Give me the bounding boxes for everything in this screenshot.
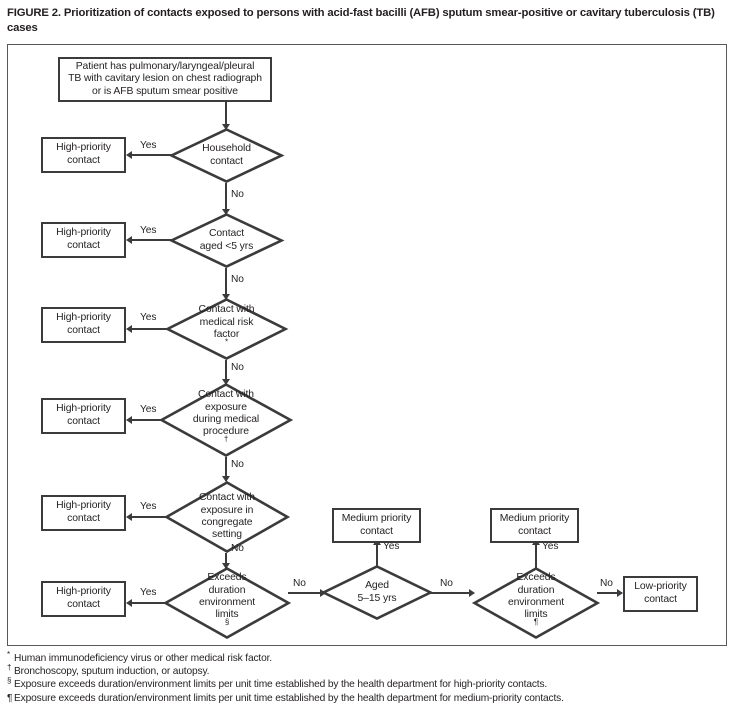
medium-priority-contact-box-1: Medium priority contact: [332, 508, 421, 543]
decision-exceeds-limits-high-priority[interactable]: Exceeds duration environment limits§: [162, 567, 292, 639]
edge-label-congregate-yes: Yes: [140, 501, 157, 512]
edge-label-limits-high-no: No: [293, 578, 306, 589]
edge-label-aged-under5-no: No: [231, 274, 244, 285]
high-priority-3-line-1: High-priority: [56, 312, 111, 324]
medium-priority-1-line-2: contact: [360, 525, 393, 537]
arrowhead-medical-risk-no: [222, 379, 230, 385]
footnote-2: †Bronchoscopy, sputum induction, or auto…: [7, 662, 210, 678]
edge-label-aged-5-15-no: No: [440, 578, 453, 589]
start-box-line-2: TB with cavitary lesion on chest radiogr…: [68, 73, 262, 85]
edge-label-medical-procedure-no: No: [231, 459, 244, 470]
edge-label-medical-procedure-yes: Yes: [140, 404, 157, 415]
edge-label-limits-medium-no: No: [600, 578, 613, 589]
edge-label-household-no: No: [231, 189, 244, 200]
arrowhead-congregate-no: [222, 563, 230, 569]
arrowhead-aged-under5-yes: [126, 236, 132, 244]
connector-congregate-yes: [132, 516, 168, 518]
medium-priority-2-line-1: Medium priority: [499, 512, 570, 524]
high-priority-contact-box-6: High-priority contact: [41, 581, 126, 617]
edge-label-medical-risk-no: No: [231, 362, 244, 373]
arrowhead-limits-medium-no: [617, 589, 623, 597]
connector-aged-under5-no: [225, 268, 227, 298]
connector-medical-procedure-no: [225, 457, 227, 481]
edge-label-aged-5-15-yes: Yes: [383, 541, 400, 552]
high-priority-6-line-1: High-priority: [56, 586, 111, 598]
footnote-1-text: Human immunodeficiency virus or other me…: [14, 653, 272, 664]
footnote-4-text: Exposure exceeds duration/environment li…: [14, 692, 564, 704]
high-priority-1-line-2: contact: [67, 155, 100, 166]
connector-limits-medium-yes: [535, 543, 537, 569]
figure-frame: [7, 44, 727, 646]
connector-medical-risk-no: [225, 360, 227, 384]
arrowhead-limits-high-yes: [126, 599, 132, 607]
high-priority-contact-box-3: High-priority contact: [41, 307, 126, 343]
connector-limits-high-yes: [132, 602, 167, 604]
high-priority-4-line-2: contact: [67, 416, 100, 427]
high-priority-4-line-1: High-priority: [56, 403, 111, 415]
medium-priority-2-line-2: contact: [518, 525, 551, 537]
high-priority-contact-box-4: High-priority contact: [41, 398, 126, 434]
start-box-line-3: or is AFB sputum smear positive: [92, 85, 238, 97]
connector-start-to-household: [225, 102, 227, 128]
footnote-3: §Exposure exceeds duration/environment l…: [7, 676, 548, 691]
arrowhead-household-yes: [126, 151, 132, 159]
connector-medical-procedure-yes: [132, 419, 163, 421]
high-priority-6-line-2: contact: [67, 599, 100, 610]
high-priority-5-line-1: High-priority: [56, 500, 111, 512]
high-priority-contact-box-2: High-priority contact: [41, 222, 126, 258]
edge-label-household-yes: Yes: [140, 140, 157, 151]
arrowhead-aged-5-15-no: [469, 589, 475, 597]
decision-exceeds-limits-medium-priority[interactable]: Exceeds duration environment limits¶: [471, 567, 601, 639]
decision-aged-5-to-15[interactable]: Aged 5–15 yrs: [320, 565, 434, 620]
low-priority-line-1: Low-priority: [634, 581, 687, 593]
edge-label-medical-risk-yes: Yes: [140, 312, 157, 323]
edge-label-congregate-no: No: [231, 543, 244, 554]
connector-medical-risk-yes: [132, 328, 169, 330]
decision-congregate-setting-exposure[interactable]: Contact with exposure in congregate sett…: [163, 481, 291, 553]
high-priority-1-line-1: High-priority: [56, 142, 111, 154]
decision-medical-risk-factor[interactable]: Contact with medical risk factor*: [164, 298, 289, 360]
connector-aged-under5-yes: [132, 239, 172, 241]
start-box: Patient has pulmonary/laryngeal/pleural …: [58, 57, 272, 102]
connector-limits-high-no: [288, 592, 323, 594]
connector-aged-5-15-yes: [376, 543, 378, 567]
connector-household-no: [225, 183, 227, 213]
arrowhead-medical-procedure-yes: [126, 416, 132, 424]
decision-household-contact[interactable]: Household contact: [168, 128, 285, 183]
decision-contact-aged-under-5[interactable]: Contact aged <5 yrs: [168, 213, 285, 268]
edge-label-aged-under5-yes: Yes: [140, 225, 157, 236]
connector-congregate-no: [225, 553, 227, 568]
low-priority-line-2: contact: [644, 594, 677, 605]
high-priority-3-line-2: contact: [67, 325, 100, 336]
arrowhead-aged-under5-no: [222, 294, 230, 300]
high-priority-2-line-2: contact: [67, 240, 100, 251]
decision-medical-procedure-exposure[interactable]: Contact with exposure during medical pro…: [158, 383, 294, 457]
edge-label-limits-medium-yes: Yes: [542, 541, 559, 552]
connector-limits-medium-no: [597, 592, 622, 594]
medium-priority-1-line-1: Medium priority: [341, 512, 412, 524]
high-priority-2-line-1: High-priority: [56, 227, 111, 239]
arrowhead-household-no: [222, 209, 230, 215]
start-box-line-1: Patient has pulmonary/laryngeal/pleural: [75, 60, 255, 72]
connector-household-yes: [132, 154, 172, 156]
footnote-4: ¶Exposure exceeds duration/environment l…: [7, 692, 729, 705]
arrowhead-start-to-household: [222, 124, 230, 130]
high-priority-contact-box-5: High-priority contact: [41, 495, 126, 531]
footnote-4-marker: ¶: [7, 692, 13, 704]
footnote-3-text: Exposure exceeds duration/environment li…: [14, 679, 548, 691]
arrowhead-medical-risk-yes: [126, 325, 132, 333]
arrowhead-congregate-yes: [126, 513, 132, 521]
high-priority-contact-box-1: High-priority contact: [41, 137, 126, 173]
figure-caption: FIGURE 2. Prioritization of contacts exp…: [7, 7, 715, 34]
footnote-1: *Human immunodeficiency virus or other m…: [7, 649, 272, 664]
footnote-2-text: Bronchoscopy, sputum induction, or autop…: [14, 666, 210, 678]
edge-label-limits-high-yes: Yes: [140, 587, 157, 598]
low-priority-contact-box: Low-priority contact: [623, 576, 698, 612]
high-priority-5-line-2: contact: [67, 513, 100, 524]
footnotes: *Human immunodeficiency virus or other m…: [7, 649, 729, 705]
medium-priority-contact-box-2: Medium priority contact: [490, 508, 579, 543]
arrowhead-medical-procedure-no: [222, 476, 230, 482]
connector-aged-5-15-no: [430, 592, 472, 594]
